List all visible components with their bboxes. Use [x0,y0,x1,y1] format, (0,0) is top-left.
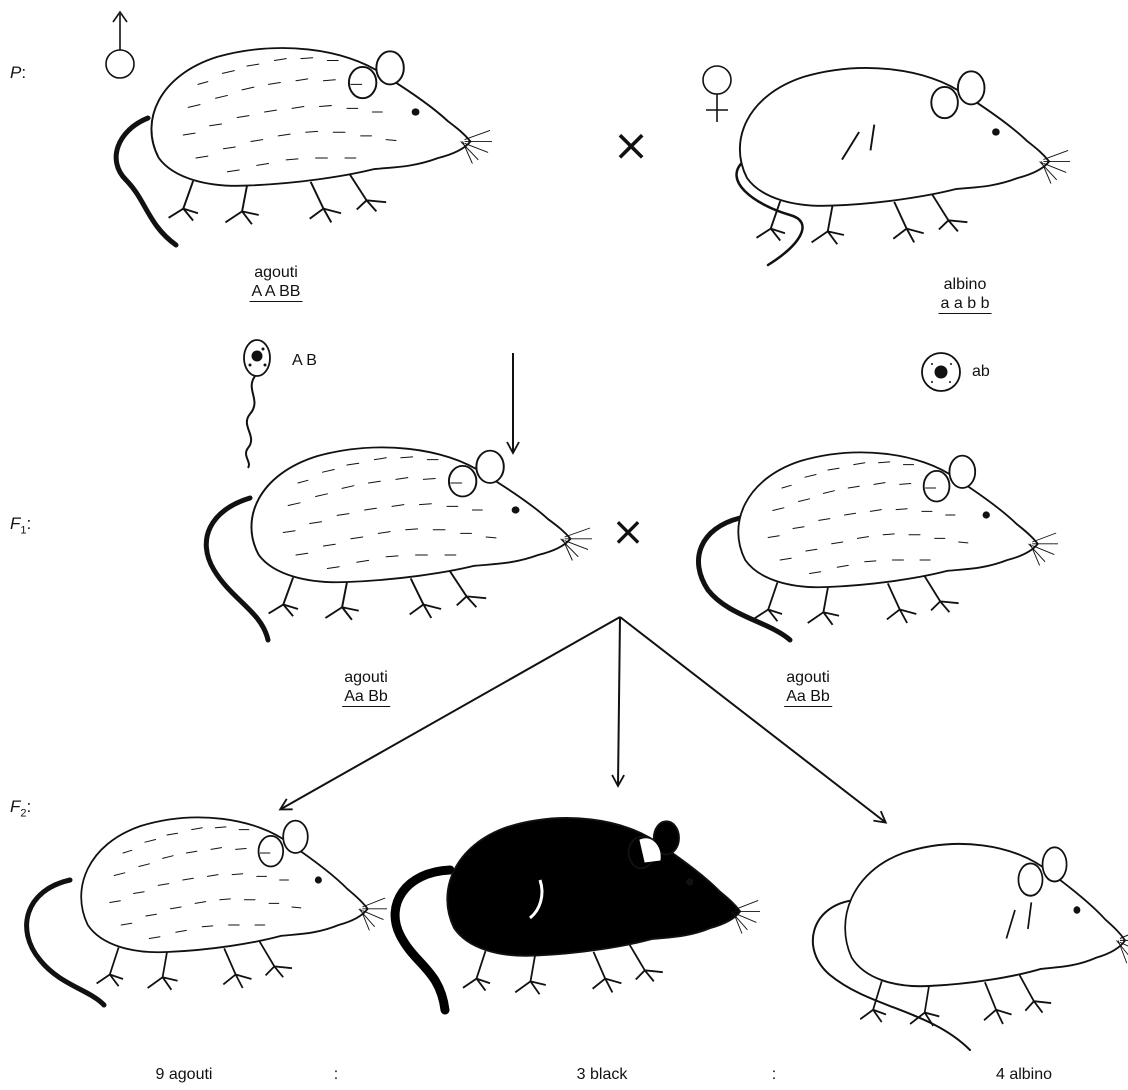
f2-generation-label: F2: [10,798,31,822]
female-symbol-icon [703,66,731,122]
f2-agouti-rat [27,817,387,1005]
ratio-separator: : [772,1066,776,1084]
arrow-to-albino [620,617,885,822]
sperm-gamete-label: A B [292,352,317,370]
f2-black-count: 3 black [577,1066,628,1084]
p-male-genotype: A A BB [250,283,303,301]
p-female-genotype: a a b b [939,295,992,313]
sperm-cell-icon [244,340,270,468]
egg-gamete-label: ab [972,363,990,381]
f1-left-agouti-rat [206,447,592,640]
f2-black-rat [395,818,760,1010]
f1-cross-symbol: × [611,509,645,555]
f2-albino-rat [813,844,1128,1050]
f1-right-phenotype: agouti [786,669,830,687]
p-male-phenotype: agouti [254,264,298,282]
f1-right-genotype: Aa Bb [784,688,832,706]
arrow-to-black [618,617,620,785]
p-female-phenotype: albino [944,276,987,294]
egg-cell-icon [922,353,960,391]
p-cross-symbol: × [613,120,650,171]
arrow-to-agouti [281,617,620,809]
f2-agouti-count: 9 agouti [156,1066,213,1084]
f1-right-agouti-rat [698,452,1058,640]
f2-branch-arrows [281,617,885,822]
ratio-separator: : [334,1066,338,1084]
f1-left-phenotype: agouti [344,669,388,687]
p-male-agouti-rat [116,48,492,245]
p-female-albino-rat [737,68,1070,265]
male-symbol-icon [106,12,134,78]
f2-albino-count: 4 albino [996,1066,1052,1084]
p-generation-label: P: [10,64,26,82]
f1-left-genotype: Aa Bb [342,688,390,706]
f1-generation-label: F1: [10,515,31,539]
